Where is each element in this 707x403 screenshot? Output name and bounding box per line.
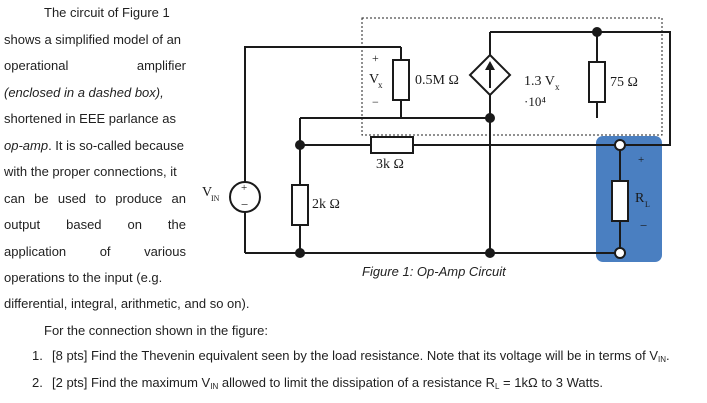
- word: an: [171, 191, 186, 206]
- word: be: [34, 191, 49, 206]
- question-text: allowed to limit the dissipation of a re…: [218, 375, 495, 390]
- intro-line-8: can be used to produce an: [4, 190, 186, 208]
- italic-term: op-amp: [4, 138, 49, 153]
- rl-label: R: [635, 191, 645, 206]
- question-text: .: [666, 348, 670, 363]
- word: output: [4, 217, 41, 232]
- intro-line-9: output based on the: [4, 216, 186, 234]
- subscript: IN: [210, 382, 219, 391]
- intro-line-12: differential, integral, arithmetic, and …: [4, 296, 250, 311]
- resistor-RL: [611, 180, 629, 222]
- question-text: [2 pts] Find the maximum V: [52, 375, 211, 390]
- intro-line-11: operations to the input (e.g.: [4, 270, 163, 285]
- rl-plus-label: +: [638, 154, 644, 166]
- terminal-bottom: [614, 247, 626, 259]
- dep-gain-sub: x: [555, 82, 560, 92]
- vin-label: V: [202, 185, 212, 200]
- rl-sub-label: L: [645, 200, 650, 209]
- junction-dots: [295, 27, 602, 258]
- dep-gain-label: 1.3 V: [524, 74, 555, 89]
- resistor-75: [588, 61, 606, 103]
- subscript: IN: [658, 355, 667, 364]
- intro-line-10: application of various: [4, 243, 186, 261]
- intro-line-3: operational amplifier: [4, 57, 186, 75]
- subscript: L: [494, 382, 500, 391]
- resistor-2k: [291, 184, 309, 226]
- wires: [244, 31, 671, 254]
- question-2: 2. [2 pts] Find the maximum VIN allowed t…: [4, 374, 603, 396]
- intro-line-4: (enclosed in a dashed box),: [4, 85, 164, 100]
- word: the: [167, 217, 186, 232]
- word: can: [4, 191, 25, 206]
- word: application: [4, 244, 67, 259]
- r2k-label: 2k Ω: [312, 197, 340, 212]
- vin-sub-label: IN: [211, 194, 220, 203]
- rl-minus-label: −: [640, 218, 647, 233]
- question-number: 2.: [32, 375, 43, 390]
- vx-sub-label: x: [378, 80, 383, 90]
- intro-line-1: The circuit of Figure 1: [44, 5, 170, 20]
- resistor-0.5M: [392, 59, 410, 101]
- vx-minus-label: −: [372, 95, 379, 109]
- question-number: 1.: [32, 348, 43, 363]
- rin-label: 0.5M Ω: [415, 73, 459, 88]
- src-plus-label: +: [241, 182, 247, 194]
- word: amplifier: [136, 58, 186, 73]
- word: based: [66, 217, 102, 232]
- word: produce: [115, 191, 163, 206]
- vx-plus-label: +: [372, 51, 379, 65]
- word: various: [144, 244, 186, 259]
- word: to: [95, 191, 107, 206]
- voltage-source-icon: [229, 181, 261, 213]
- intro-line-5: shortened in EEE parlance as: [4, 111, 176, 126]
- src-minus-label: −: [241, 197, 248, 212]
- word: used: [57, 191, 87, 206]
- resistor-3k: [370, 136, 414, 154]
- word: operational: [4, 58, 69, 73]
- r3k-label: 3k Ω: [376, 157, 404, 172]
- question-text: [8 pts] Find the Thevenin equivalent see…: [52, 348, 659, 363]
- question-text: = 1kΩ to 3 Watts.: [499, 375, 603, 390]
- connection-text: For the connection shown in the figure:: [44, 323, 269, 338]
- word: of: [99, 244, 111, 259]
- dep-mult-label: ·10⁴: [524, 94, 546, 109]
- intro-line-2: shows a simplified model of an: [4, 32, 182, 47]
- vx-label: V: [369, 72, 379, 87]
- figure-caption: Figure 1: Op-Amp Circuit: [362, 264, 506, 279]
- word: on: [127, 217, 142, 232]
- opamp-dashed-box: [361, 17, 663, 136]
- intro-line-7: with the proper connections, it: [4, 164, 177, 179]
- terminal-top: [614, 139, 626, 151]
- rout-label: 75 Ω: [610, 75, 638, 90]
- intro-line-6: op-amp. It is so-called because: [4, 138, 184, 153]
- question-1: 1. [8 pts] Find the Thevenin equivalent s…: [4, 347, 670, 369]
